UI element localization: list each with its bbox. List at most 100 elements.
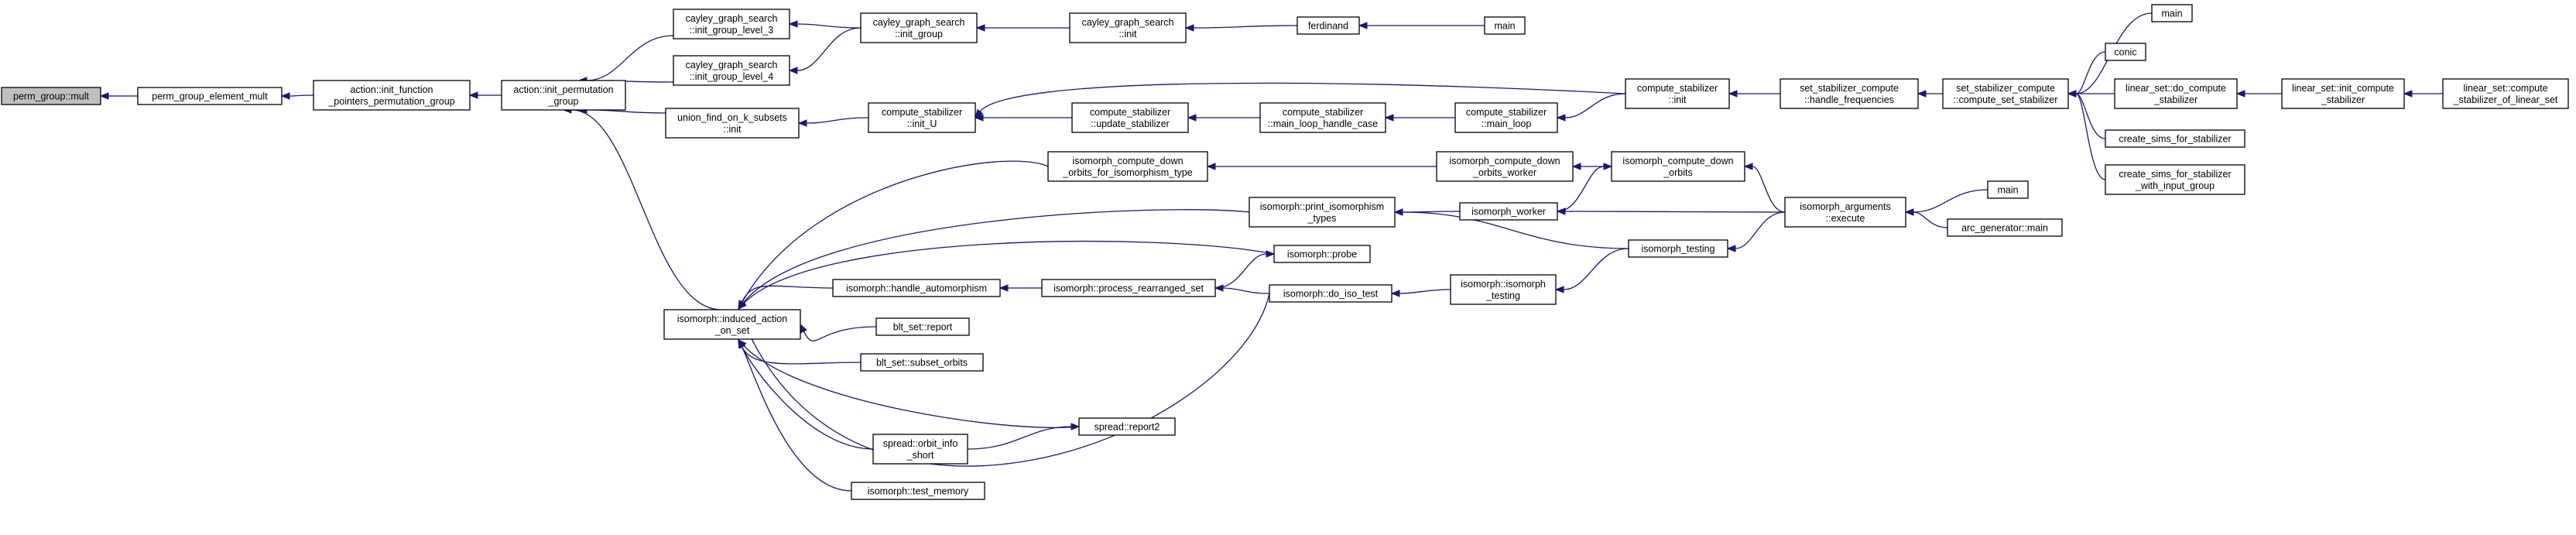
node-linear-set-do-compute-stabilizer[interactable]: linear_set::do_compute_stabilizer (2114, 78, 2238, 109)
edge-n40-to-n7 (800, 323, 877, 341)
node-blt-set-subset-orbits[interactable]: blt_set::subset_orbits (860, 353, 984, 372)
arrowhead (975, 24, 985, 32)
node-action-init-permutation-group[interactable]: action::init_permutation_group (501, 80, 626, 111)
node-box (2442, 78, 2569, 109)
node-set-stabilizer-compute-compute-set-stabilizer[interactable]: set_stabilizer_compute::compute_set_stab… (1942, 78, 2069, 109)
node-isomorph-testing[interactable]: isomorph_testing (1628, 239, 1728, 258)
edge-n39-to-n38 (1390, 289, 1451, 297)
node-isomorph-test-memory[interactable]: isomorph::test_memory (851, 482, 985, 500)
node-label: _types (1307, 213, 1337, 224)
edge-n4-to-n3 (577, 35, 674, 84)
edge-n14-to-n13 (1187, 114, 1261, 122)
node-set-stabilizer-compute-handle-frequencies[interactable]: set_stabilizer_compute::handle_frequenci… (1780, 78, 1919, 109)
node-isomorph-print-isomorphism-types[interactable]: isomorph::print_isomorphism_types (1249, 197, 1396, 228)
node-label: union_find_on_k_subsets (677, 112, 787, 123)
node-compute-stabilizer-update-stabilizer[interactable]: compute_stabilizer::update_stabilizer (1071, 102, 1189, 133)
node-isomorph-isomorph-testing[interactable]: isomorph::isomorph_testing (1450, 274, 1557, 305)
node-ferdinand[interactable]: ferdinand (1297, 16, 1360, 35)
node-label: perm_group_element_mult (152, 91, 268, 102)
arrowhead (1556, 114, 1566, 122)
node-isomorph-induced-action-on-set[interactable]: isomorph::induced_action_on_set (663, 309, 801, 340)
node-label: isomorph::print_isomorphism (1260, 201, 1384, 212)
edge-line (1564, 93, 1626, 118)
node-label: cayley_graph_search (873, 17, 965, 28)
edge-line (289, 94, 314, 97)
arrowhead (99, 92, 109, 100)
edge-n41-to-n7 (738, 338, 862, 365)
node-label: linear_set::compute (2463, 83, 2547, 94)
node-create-sims-for-stabilizer-with-input-group[interactable]: create_sims_for_stabilizer_with_input_gr… (2105, 164, 2245, 195)
node-create-sims-for-stabilizer[interactable]: create_sims_for_stabilizer (2105, 129, 2245, 148)
node-isomorph-worker[interactable]: isomorph_worker (1459, 202, 1558, 221)
node-label: ::init_group_level_3 (690, 25, 773, 36)
node-isomorph-handle-automorphism[interactable]: isomorph::handle_automorphism (832, 279, 1001, 297)
node-box (1071, 102, 1189, 133)
node-spread-orbit-info-short[interactable]: spread::orbit_info_short (872, 434, 968, 465)
node-box (1069, 12, 1187, 43)
node-label: isomorph_arguments (1800, 201, 1890, 212)
edge-line (741, 285, 834, 303)
node-linear-set-init-compute-stabilizer[interactable]: linear_set::init_compute_stabilizer (2281, 78, 2405, 109)
node-cayley-graph-search-init-group-level-3[interactable]: cayley_graph_search::init_group_level_3 (673, 9, 790, 39)
node-label: ::main_loop_handle_case (1268, 118, 1379, 129)
arrowhead (738, 338, 745, 349)
node-box (2281, 78, 2405, 109)
node-linear-set-compute-stabilizer-of-linear-set[interactable]: linear_set::compute_stabilizer_of_linear… (2442, 78, 2569, 109)
node-compute-stabilizer-init-u[interactable]: compute_stabilizer::init_U (868, 102, 976, 133)
arrowhead (1554, 286, 1564, 293)
node-isomorph-process-rearranged-set[interactable]: isomorph::process_rearranged_set (1041, 279, 1216, 297)
node-label: compute_stabilizer (1466, 107, 1547, 118)
edge-n2-to-n1 (280, 92, 314, 100)
node-isomorph-arguments-execute[interactable]: isomorph_arguments::execute (1784, 197, 1906, 228)
edge-line (742, 209, 1250, 304)
edge-line (967, 426, 1072, 450)
edge-n29-to-n28 (1743, 163, 1786, 213)
node-label: blt_set::subset_orbits (876, 358, 968, 369)
node-label: create_sims_for_stabilizer (2119, 169, 2231, 180)
edge-line (741, 346, 852, 492)
node-main[interactable]: main (1987, 180, 2029, 199)
edge-line (570, 109, 722, 310)
node-label: compute_stabilizer (1637, 83, 1718, 94)
edge-n43-to-n7 (738, 338, 874, 450)
node-box (2105, 129, 2245, 148)
arrowhead (1726, 245, 1736, 252)
node-label: isomorph_testing (1641, 244, 1714, 255)
node-box (2114, 78, 2238, 109)
edge-line (803, 326, 877, 341)
node-label: linear_set::init_compute (2292, 83, 2394, 94)
arrowhead (1266, 250, 1276, 258)
node-cayley-graph-search-init[interactable]: cayley_graph_search::init (1069, 12, 1187, 43)
node-main[interactable]: main (2151, 4, 2193, 22)
node-label: ::init (1669, 94, 1687, 105)
node-perm-group-element-mult[interactable]: perm_group_element_mult (137, 87, 283, 105)
node-cayley-graph-search-init-group[interactable]: cayley_graph_search::init_group (860, 12, 978, 43)
node-isomorph-compute-down-orbits[interactable]: isomorph_compute_down_orbits (1611, 151, 1745, 182)
node-isomorph-compute-down-orbits-for-isomorphism-type[interactable]: isomorph_compute_down_orbits_for_isomorp… (1047, 151, 1208, 182)
node-spread-report2[interactable]: spread::report2 (1078, 417, 1176, 436)
node-main[interactable]: main (1484, 16, 1526, 35)
node-conic[interactable]: conic (2105, 43, 2146, 61)
node-isomorph-do-iso-test[interactable]: isomorph::do_iso_test (1269, 284, 1392, 303)
node-compute-stabilizer-main-loop[interactable]: compute_stabilizer::main_loop (1454, 102, 1558, 133)
node-perm-group-mult[interactable]: perm_group::mult (1, 87, 101, 105)
node-compute-stabilizer-init[interactable]: compute_stabilizer::init (1625, 78, 1730, 109)
node-isomorph-probe[interactable]: isomorph::probe (1273, 245, 1371, 263)
edge-line (2075, 51, 2106, 94)
node-blt-set-report[interactable]: blt_set::report (875, 317, 970, 336)
node-union-find-on-k-subsets-init[interactable]: union_find_on_k_subsets::init (665, 108, 800, 139)
node-cayley-graph-search-init-group-level-4[interactable]: cayley_graph_search::init_group_level_4 (673, 55, 790, 86)
arrowhead (1728, 90, 1738, 98)
node-label: spread::orbit_info (883, 438, 958, 449)
edge-line (2075, 93, 2106, 139)
node-box (872, 434, 968, 465)
node-action-init-function-pointers-permutation-group[interactable]: action::init_function_pointers_permutati… (313, 80, 471, 111)
node-isomorph-compute-down-orbits-worker[interactable]: isomorph_compute_down_orbits_worker (1436, 151, 1574, 182)
edge-n3-to-n2 (468, 91, 502, 99)
node-label: _pointers_permutation_group (327, 96, 454, 107)
node-label: action::init_function (350, 84, 433, 95)
node-box (1987, 180, 2029, 199)
node-arc-generator-main[interactable]: arc_generator::main (1947, 218, 2063, 237)
node-compute-stabilizer-main-loop-handle-case[interactable]: compute_stabilizer::main_loop_handle_cas… (1259, 102, 1386, 133)
edge-line (1214, 253, 1267, 289)
